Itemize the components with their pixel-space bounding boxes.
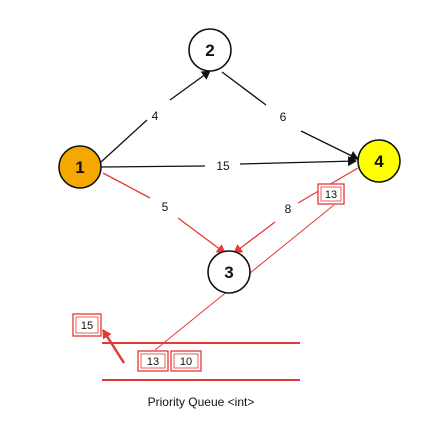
queue-side-box: 15 [72, 313, 102, 337]
queue-side-arrow [101, 329, 126, 364]
edge-1-4-right [239, 156, 357, 167]
node-3-label: 3 [224, 263, 233, 282]
edge-1-2-upper [169, 70, 211, 101]
queue-item-2: 10 [170, 350, 202, 372]
edge-2-4-lower [300, 130, 359, 160]
edge-1-3-weight: 5 [162, 200, 169, 214]
node-1: 1 [58, 145, 102, 189]
node-3: 3 [207, 250, 251, 294]
edge-1-3-upper [102, 172, 151, 199]
node-2-label: 2 [205, 41, 214, 60]
edge-1-2-weight: 4 [152, 109, 159, 123]
node-2: 2 [188, 28, 232, 72]
edge-1-2 [100, 119, 148, 163]
node-4: 4 [357, 139, 401, 183]
edge-3-4-lower [233, 221, 276, 254]
pending-distance-box: 13 [317, 183, 345, 205]
queue-item-1: 13 [137, 350, 169, 372]
node-1-label: 1 [75, 158, 84, 177]
node-4-label: 4 [374, 152, 384, 171]
queue-item-1-value: 13 [147, 356, 159, 368]
edge-2-4-upper [221, 71, 267, 106]
edge-3-4-weight: 8 [285, 202, 292, 216]
edge-2-4-weight: 6 [280, 110, 287, 124]
pending-distance-value: 13 [325, 189, 337, 201]
queue-caption: Priority Queue <int> [148, 395, 255, 409]
edge-1-4-weight: 15 [216, 159, 230, 173]
queue-item-2-value: 10 [180, 356, 192, 368]
edge-1-3-lower [177, 217, 226, 254]
queue-side-value: 15 [81, 320, 93, 332]
edge-1-4-left [100, 165, 206, 168]
